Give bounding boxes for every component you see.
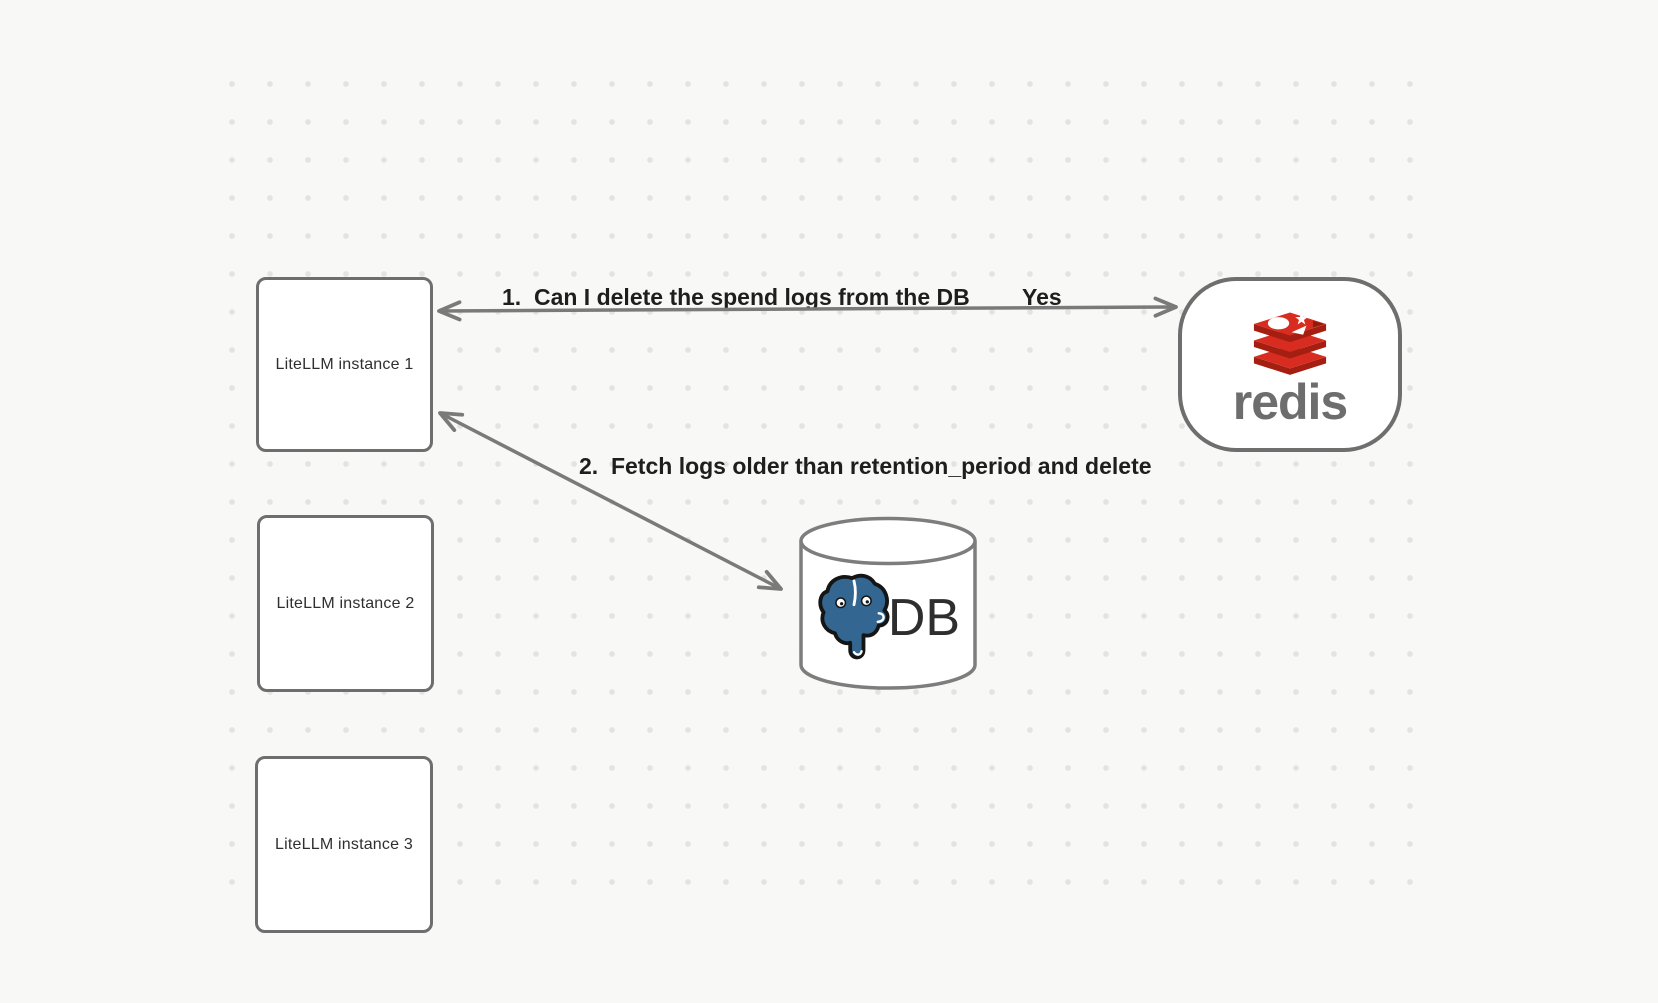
- litellm-instance-2-node: LiteLLM instance 2: [257, 515, 434, 692]
- litellm-instance-3-label: LiteLLM instance 3: [275, 835, 413, 853]
- redis-node: redis: [1178, 277, 1402, 452]
- edge-1-label: 1. Can I delete the spend logs from the …: [502, 284, 970, 310]
- db-node-content: DB: [799, 516, 977, 692]
- litellm-instance-1-node: LiteLLM instance 1: [256, 277, 433, 452]
- litellm-instance-2-label: LiteLLM instance 2: [276, 594, 415, 612]
- postgresql-elephant-icon: [818, 573, 890, 660]
- edge-2-label: 2. Fetch logs older than retention_perio…: [579, 453, 1152, 479]
- db-label: DB: [887, 589, 961, 647]
- litellm-instance-3-node: LiteLLM instance 3: [255, 756, 433, 933]
- edge-1-response-label: Yes: [1022, 284, 1062, 310]
- litellm-instance-1-label: LiteLLM instance 1: [275, 355, 414, 373]
- redis-logo-icon: [1253, 312, 1327, 375]
- redis-wordmark: redis: [1232, 373, 1349, 430]
